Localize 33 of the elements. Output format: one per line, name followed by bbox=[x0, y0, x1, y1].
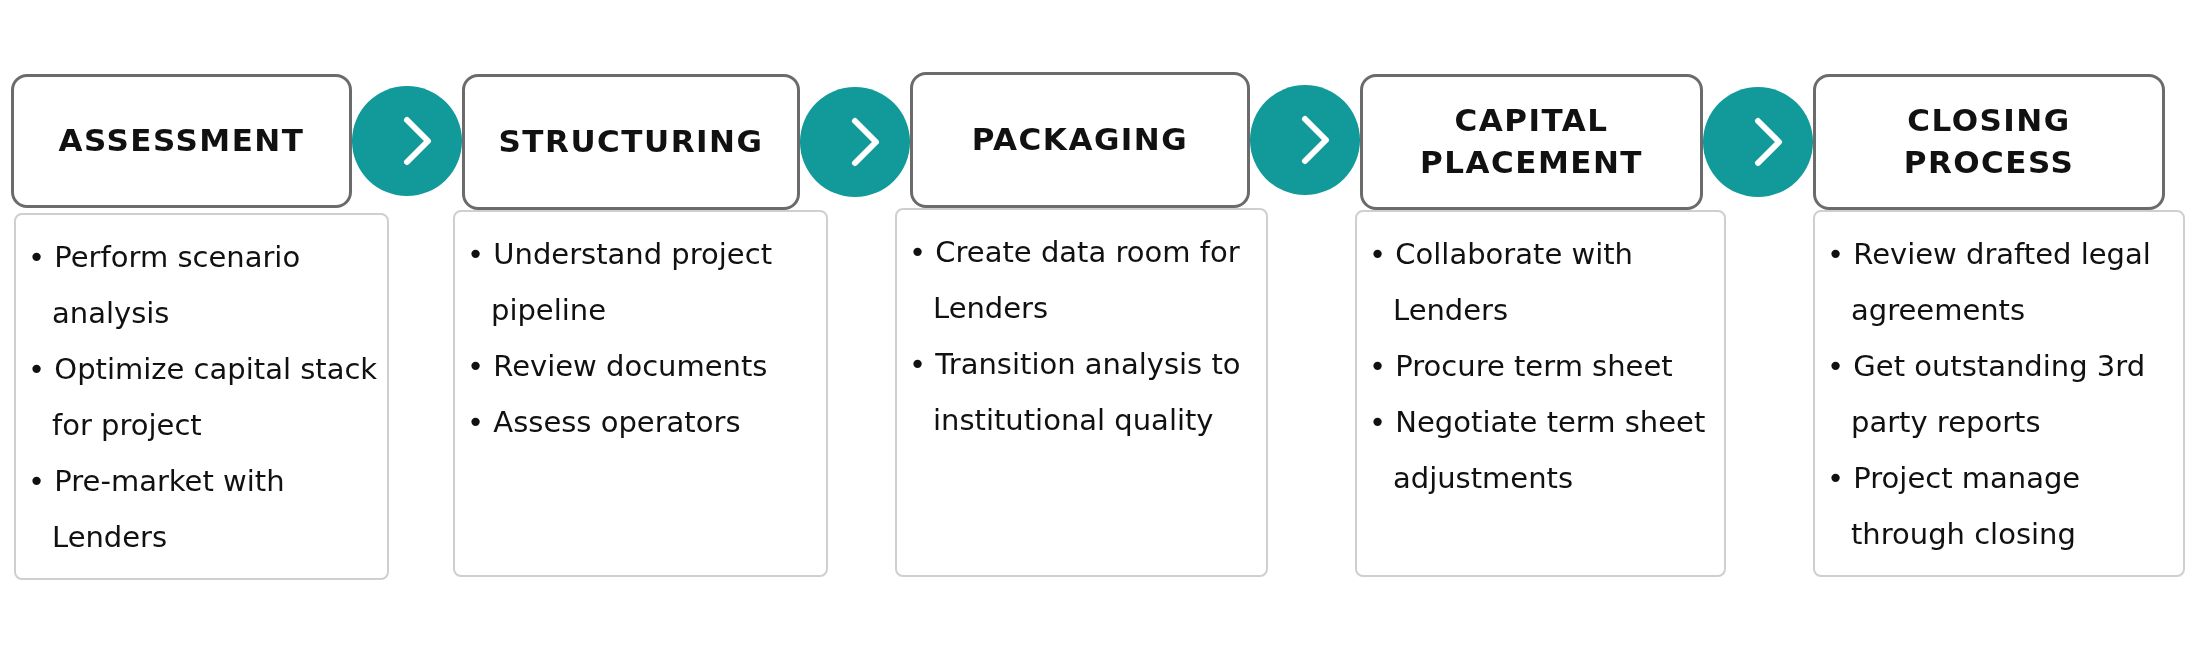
step-details-box bbox=[1813, 210, 2185, 577]
step-header-box bbox=[1813, 74, 2165, 210]
bullet-item: • Transition analysis to institutional quality bbox=[909, 346, 1242, 439]
step-title: CAPITAL PLACEMENT bbox=[1419, 101, 1644, 182]
bullet-item: • Collaborate with Lenders bbox=[1369, 236, 1634, 329]
chevron-arrow bbox=[352, 86, 462, 196]
chevron-arrow bbox=[1250, 85, 1360, 195]
bullet-item: • Create data room for Lenders bbox=[909, 234, 1241, 327]
bullet-item: • Optimize capital stack for project bbox=[28, 351, 379, 444]
step-details-box bbox=[453, 210, 828, 577]
bullet-item: • Get outstanding 3rd party reports bbox=[1827, 348, 2147, 441]
step-details-box bbox=[14, 213, 389, 580]
step-title: ASSESSMENT bbox=[57, 121, 306, 161]
bullet-item: • Pre-market with Lenders bbox=[28, 463, 286, 556]
bullet-item: • Review drafted legal agreements bbox=[1827, 236, 2152, 329]
chevron-arrow bbox=[800, 87, 910, 197]
step-header-box bbox=[1360, 74, 1703, 210]
bullet-item: • Negotiate term sheet adjustments bbox=[1369, 404, 1707, 497]
step-details-box bbox=[1355, 210, 1726, 577]
bullet-item: • Review documents bbox=[467, 348, 769, 385]
step-title: STRUCTURING bbox=[497, 122, 765, 162]
bullet-item: • Project manage through closing bbox=[1827, 460, 2082, 553]
bullet-item: • Assess operators bbox=[467, 404, 742, 441]
bullet-item: • Perform scenario analysis bbox=[28, 239, 302, 332]
step-header-box bbox=[11, 74, 352, 208]
step-title: PACKAGING bbox=[970, 120, 1190, 160]
step-header-box bbox=[462, 74, 800, 210]
bullet-item: • Understand project pipeline bbox=[467, 236, 773, 329]
chevron-arrow bbox=[1703, 87, 1813, 197]
step-header-box bbox=[910, 72, 1250, 208]
step-title: CLOSING PROCESS bbox=[1902, 101, 2076, 182]
step-details-box bbox=[895, 208, 1268, 577]
bullet-item: • Procure term sheet bbox=[1369, 348, 1674, 385]
